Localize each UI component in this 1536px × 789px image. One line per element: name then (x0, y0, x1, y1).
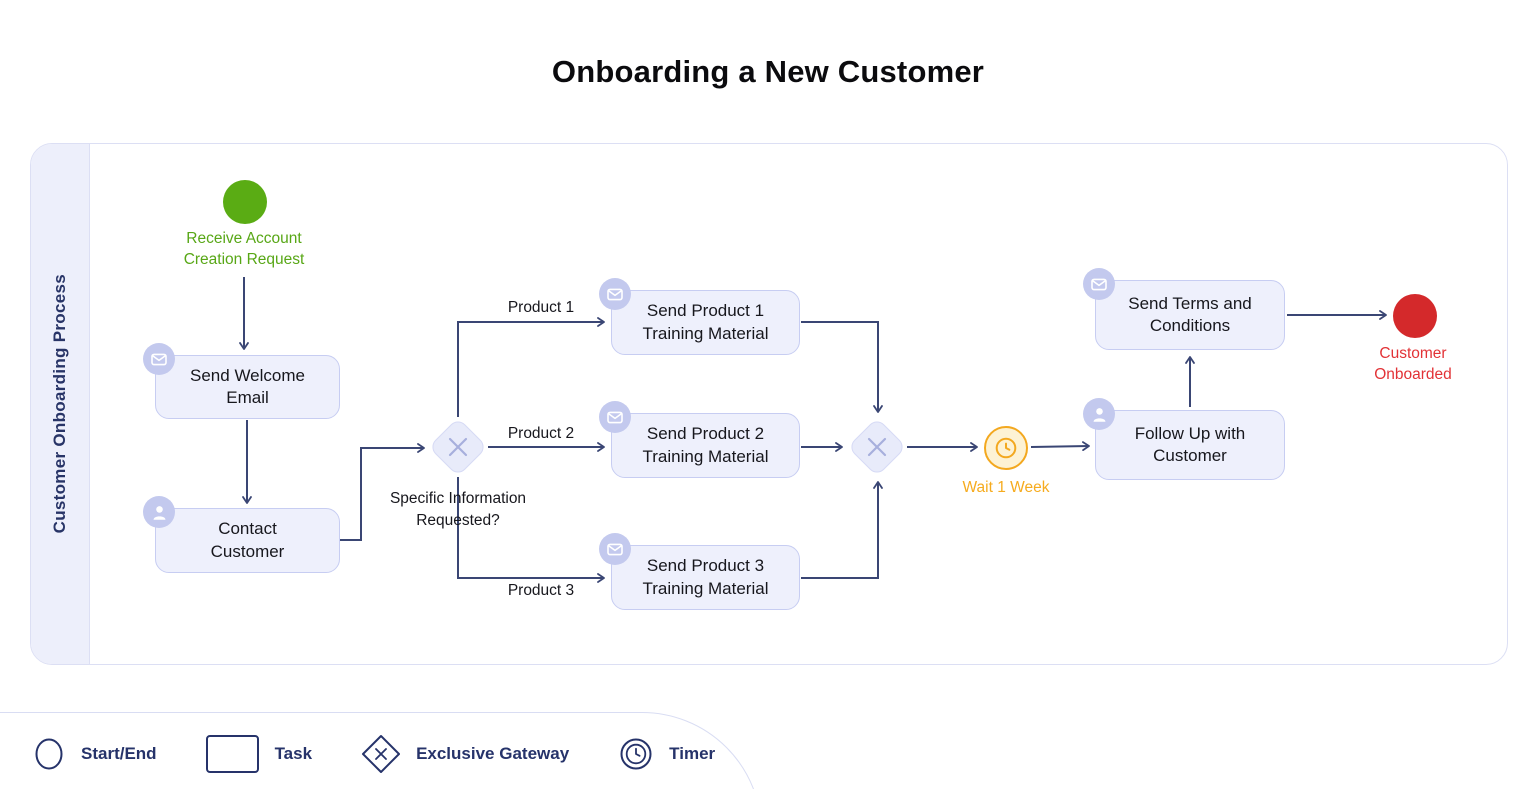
timer-event (984, 426, 1028, 470)
legend-panel: Start/End Task Exclusive Gateway (0, 712, 762, 789)
email-icon (1083, 268, 1115, 300)
task-contact-customer: Contact Customer (143, 496, 340, 573)
clock-icon (995, 437, 1017, 459)
gateway-x-icon (448, 437, 468, 457)
task-send-product2-material: Send Product 2 Training Material (599, 401, 800, 478)
start-event (223, 180, 267, 224)
task-label: Send Product 1 Training Material (642, 301, 769, 343)
lane-title: Customer Onboarding Process (50, 274, 69, 534)
start-event-label: Receive Account Creation Request (183, 230, 305, 268)
exclusive-gateway-split (428, 417, 488, 477)
flow-label-product1: Product 1 (507, 299, 575, 316)
legend-label: Task (274, 744, 313, 763)
legend-item-timer: Timer (617, 735, 715, 773)
task-label: Contact Customer (210, 519, 285, 561)
flow-label-product2: Product 2 (507, 425, 575, 442)
lane-header: Customer Onboarding Process (31, 144, 90, 664)
task-send-welcome-email: Send Welcome Email (143, 343, 340, 419)
task-follow-up: Follow Up with Customer (1083, 398, 1285, 480)
task-send-product3-material: Send Product 3 Training Material (599, 533, 800, 610)
legend-item-task: Task (205, 733, 313, 775)
task-label: Send Product 2 Training Material (642, 424, 769, 466)
exclusive-gateway-merge (847, 417, 907, 477)
rectangle-outline-icon (205, 735, 259, 773)
diamond-x-icon (362, 735, 401, 773)
end-event (1393, 294, 1437, 338)
flow-label-product3: Product 3 (507, 582, 575, 599)
page-title: Onboarding a New Customer (551, 54, 985, 89)
circle-outline-icon (35, 738, 63, 770)
legend-label: Timer (669, 744, 716, 763)
task-label: Send Welcome Email (190, 365, 305, 407)
task-send-product1-material: Send Product 1 Training Material (599, 278, 800, 355)
user-icon (1083, 398, 1115, 430)
email-icon (599, 401, 631, 433)
user-icon (143, 496, 175, 528)
gateway-x-icon (867, 437, 887, 457)
gateway-question-label: Specific Information Requested? (389, 490, 527, 529)
legend-label: Start/End (81, 744, 157, 763)
legend-item-exclusive-gateway: Exclusive Gateway (360, 733, 569, 775)
end-event-label: Customer Onboarded (1374, 345, 1452, 383)
task-label: Send Terms and Conditions (1128, 293, 1252, 335)
clock-outline-icon (620, 738, 652, 770)
timer-label: Wait 1 Week (962, 479, 1050, 496)
task-send-terms: Send Terms and Conditions (1083, 268, 1285, 350)
legend-item-start-end: Start/End (31, 735, 157, 773)
task-label: Send Product 3 Training Material (642, 556, 769, 598)
email-icon (143, 343, 175, 375)
legend-label: Exclusive Gateway (416, 744, 570, 763)
email-icon (599, 533, 631, 565)
email-icon (599, 278, 631, 310)
task-label: Follow Up with Customer (1134, 423, 1246, 465)
